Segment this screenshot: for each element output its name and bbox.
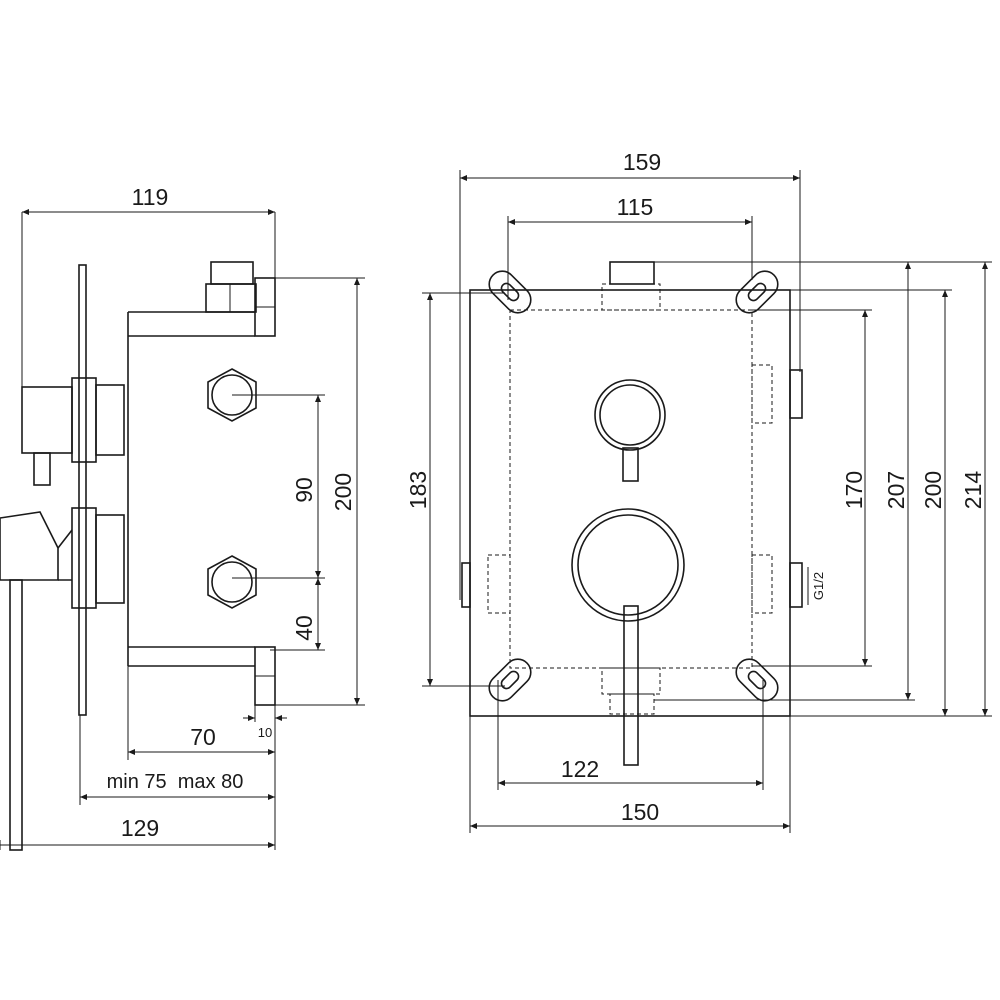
dim-90: 90 <box>291 477 317 503</box>
dim-70: 70 <box>190 724 216 750</box>
diverter-handle <box>21 377 125 486</box>
diverter-knob <box>594 379 666 482</box>
dim-159: 159 <box>623 149 661 175</box>
dim-40: 40 <box>291 615 317 641</box>
mounting-slots <box>488 270 779 702</box>
dim-200-side: 200 <box>330 473 356 511</box>
mounting-box <box>469 289 791 717</box>
dim-119: 119 <box>132 184 169 210</box>
inlet-nut-lower <box>207 555 257 609</box>
dim-214: 214 <box>960 471 986 510</box>
dim-200-front: 200 <box>920 471 946 509</box>
thread-label: G1/2 <box>811 572 826 600</box>
dim-170: 170 <box>841 471 867 509</box>
dim-10: 10 <box>258 725 272 740</box>
dim-129: 129 <box>121 815 159 841</box>
mixer-lever <box>0 507 125 851</box>
front-view: G1/2 159 115 <box>405 149 992 833</box>
side-view: 119 200 90 40 10 70 min 75 max 80 129 <box>0 184 365 851</box>
dim-115: 115 <box>617 194 654 220</box>
wall-plate <box>78 264 87 716</box>
dim-min-max: min 75 max 80 <box>107 771 244 793</box>
valve-body <box>127 261 276 706</box>
dim-122: 122 <box>561 756 599 782</box>
dim-183: 183 <box>405 471 431 509</box>
front-dimensions: 159 115 183 170 207 200 214 122 150 <box>405 149 992 833</box>
mixer-lever-front <box>571 508 685 766</box>
dim-207: 207 <box>883 471 909 509</box>
dim-150: 150 <box>621 799 659 825</box>
side-dimensions: 119 200 90 40 10 70 min 75 max 80 129 <box>0 184 365 850</box>
